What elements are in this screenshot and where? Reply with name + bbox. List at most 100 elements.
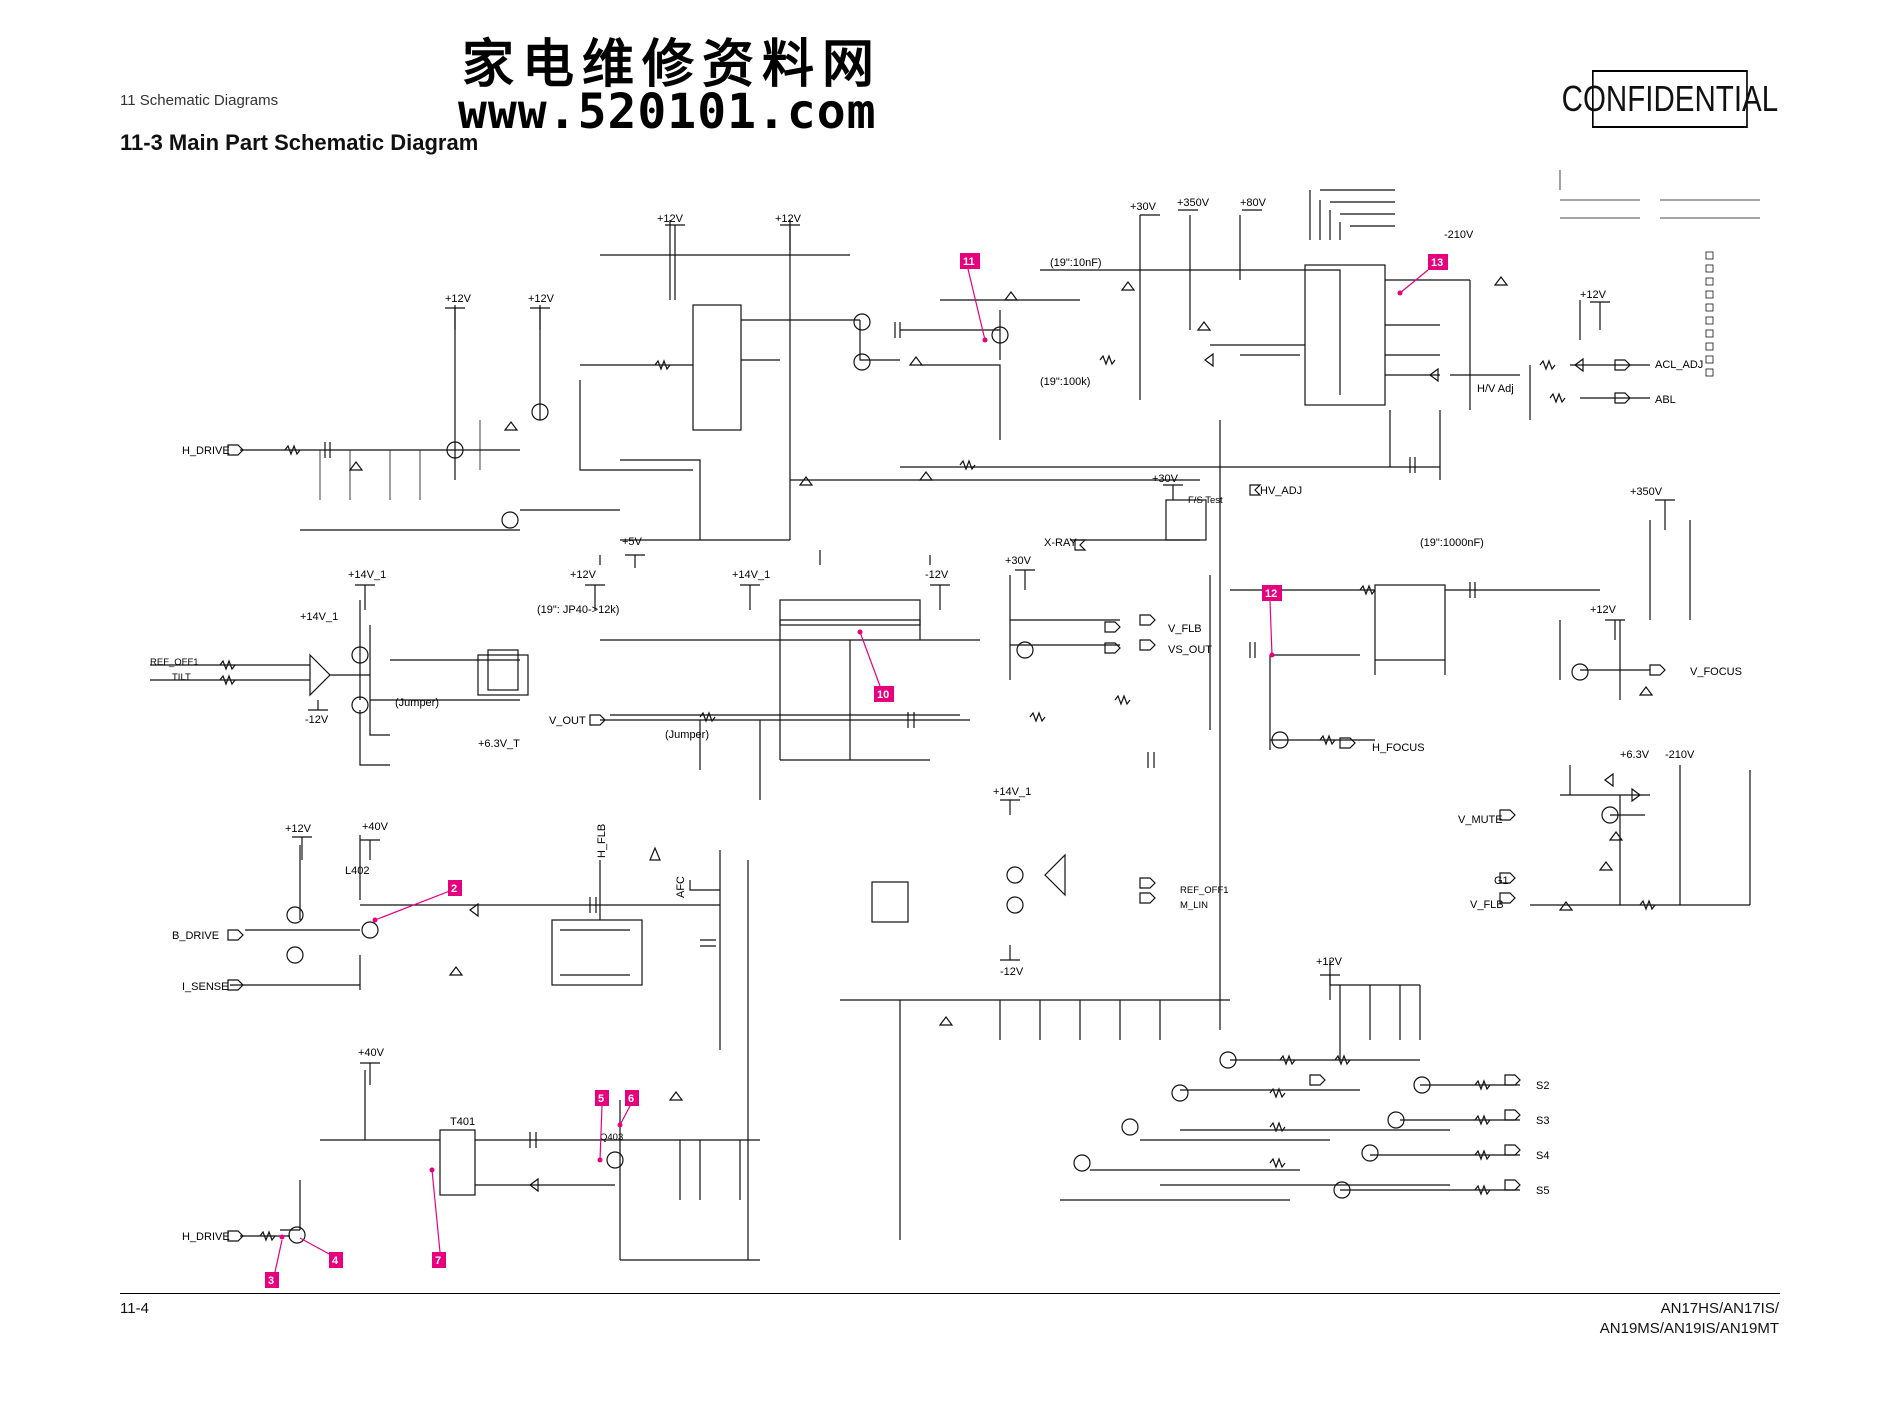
- marker-12: 12: [1265, 588, 1277, 600]
- label-p14v1-c: +14V_1: [732, 569, 770, 581]
- signal-h-focus: H_FOCUS: [1372, 742, 1425, 754]
- signal-v-flb-right: V_FLB: [1470, 899, 1504, 911]
- transformer-t401: [439, 1129, 476, 1196]
- test-point-markers: 2 3 4 5 6 7 10 11 12 13: [265, 253, 1448, 1288]
- label-p12v-d: +12V: [528, 293, 555, 305]
- label-p12v-right: +12V: [1580, 289, 1607, 301]
- marker-2: 2: [451, 883, 457, 895]
- ic-afc-module: [871, 881, 909, 923]
- watermark-url: www.520101.com: [458, 84, 877, 140]
- ics: [487, 499, 1207, 923]
- label-q403: Q403: [600, 1132, 623, 1143]
- signal-hv-adj-2: H/V Adj: [1477, 383, 1514, 395]
- marker-2-box: [448, 880, 462, 896]
- label-p40v-a: +40V: [362, 821, 389, 833]
- signal-ref-off1-left: REF_OFF1: [150, 657, 199, 668]
- signal-afc: AFC: [675, 876, 687, 898]
- marker-10: 10: [877, 689, 889, 701]
- label-p350v-right: +350V: [1630, 486, 1663, 498]
- note-jumper-b: (Jumper): [665, 729, 709, 741]
- signal-h-flb: H_FLB: [596, 824, 608, 858]
- footer-rule: [120, 1293, 1780, 1294]
- label-p14v1-b: +14V_1: [300, 611, 338, 623]
- signal-s3: S3: [1536, 1115, 1549, 1127]
- marker-6: 6: [628, 1093, 634, 1105]
- supply-arrows: [292, 209, 1675, 1085]
- signal-tilt: TILT: [172, 672, 191, 683]
- label-m12v-bottom: -12V: [1000, 966, 1024, 978]
- annotation-labels: (19":10nF) (19":100k) (19":1000nF) (19":…: [345, 257, 1484, 1143]
- signal-labels: H_DRIVE B_DRIVE I_SENSE H_DRIVE REF_OFF1…: [150, 359, 1742, 1243]
- marker-6-box: [625, 1090, 639, 1106]
- label-p14v1-d: +14V_1: [993, 786, 1031, 798]
- reference-pins: [1559, 170, 1760, 377]
- supply-labels: +12V +12V +12V +12V +30V +350V +80V -210…: [285, 197, 1695, 1059]
- marker-11-box: [960, 253, 980, 269]
- fs-test-block: [1165, 499, 1207, 541]
- marker-10-box: [874, 686, 894, 702]
- section-label: 11 Schematic Diagrams: [120, 92, 279, 109]
- transistors: [286, 313, 1619, 1244]
- signal-s4: S4: [1536, 1150, 1549, 1162]
- signal-h-drive-bottom: H_DRIVE: [182, 1231, 230, 1243]
- signal-x-ray: X-RAY: [1044, 537, 1077, 549]
- signal-v-focus: V_FOCUS: [1690, 666, 1742, 678]
- marker-5-box: [595, 1090, 609, 1106]
- label-m12v-left: -12V: [305, 714, 329, 726]
- page-number: 11-4: [120, 1300, 149, 1317]
- signal-fs-test: F/S Test: [1188, 495, 1223, 506]
- marker-11: 11: [963, 256, 975, 268]
- label-p30v-fs: +30V: [1152, 473, 1179, 485]
- marker-7-box: [432, 1252, 446, 1268]
- label-p12v-c: +12V: [445, 293, 472, 305]
- signal-vs-out: VS_OUT: [1168, 644, 1212, 656]
- signal-i-sense: I_SENSE: [182, 981, 228, 993]
- label-p30v-top: +30V: [1130, 201, 1157, 213]
- confidential-badge: CONFIDENTIAL: [1562, 70, 1778, 128]
- signal-connectors: [227, 359, 1666, 1242]
- label-p12v-video: +12V: [1316, 956, 1343, 968]
- label-p12v-focus: +12V: [1590, 604, 1617, 616]
- label-l402: L402: [345, 865, 369, 877]
- label-m12v-mid: -12V: [925, 569, 949, 581]
- label-t401: T401: [450, 1116, 475, 1128]
- signal-s2: S2: [1536, 1080, 1549, 1092]
- marker-12-box: [1262, 585, 1282, 601]
- label-p12v-b: +12V: [775, 213, 802, 225]
- note-jumper-a: (Jumper): [395, 697, 439, 709]
- ic-horizontal-processor: [692, 304, 742, 431]
- note-1000nf: (19":1000nF): [1420, 537, 1484, 549]
- signal-ref-off1-right: REF_OFF1: [1180, 885, 1229, 896]
- label-m210v-right: -210V: [1665, 749, 1695, 761]
- marker-7: 7: [435, 1255, 441, 1267]
- label-p5v: +5V: [622, 536, 643, 548]
- label-p30v-mid: +30V: [1005, 555, 1032, 567]
- marker-4-box: [329, 1252, 343, 1268]
- wires: [150, 189, 1751, 1261]
- yoke-connector: [477, 654, 529, 696]
- signal-v-mute: V_MUTE: [1458, 814, 1503, 826]
- label-p14v1-a: +14V_1: [348, 569, 386, 581]
- model-list-line-1: AN17HS/AN17IS/: [1660, 1300, 1779, 1317]
- signal-h-drive-top: H_DRIVE: [182, 445, 230, 457]
- signal-abl: ABL: [1655, 394, 1676, 406]
- note-10nf: (19":10nF): [1050, 257, 1102, 269]
- marker-13: 13: [1431, 257, 1443, 269]
- signal-hv-adj: HV_ADJ: [1260, 485, 1302, 497]
- resistors: [219, 354, 1656, 1242]
- signal-m-lin: M_LIN: [1180, 900, 1208, 911]
- label-m210v-top: -210V: [1444, 229, 1474, 241]
- label-p80v: +80V: [1240, 197, 1267, 209]
- marker-3-box: [265, 1272, 279, 1288]
- page-title: 11-3 Main Part Schematic Diagram: [120, 130, 479, 155]
- signal-v-out: V_OUT: [549, 715, 586, 727]
- model-list-line-2: AN19MS/AN19IS/AN19MT: [1599, 1320, 1779, 1337]
- note-jp40: (19": JP40->12k): [537, 604, 619, 616]
- label-p40v-b: +40V: [358, 1047, 385, 1059]
- marker-3: 3: [268, 1275, 274, 1287]
- marker-13-box: [1428, 254, 1448, 270]
- label-p12v-bdrive: +12V: [285, 823, 312, 835]
- note-100k: (19":100k): [1040, 376, 1090, 388]
- h-output-transformer: [551, 919, 643, 986]
